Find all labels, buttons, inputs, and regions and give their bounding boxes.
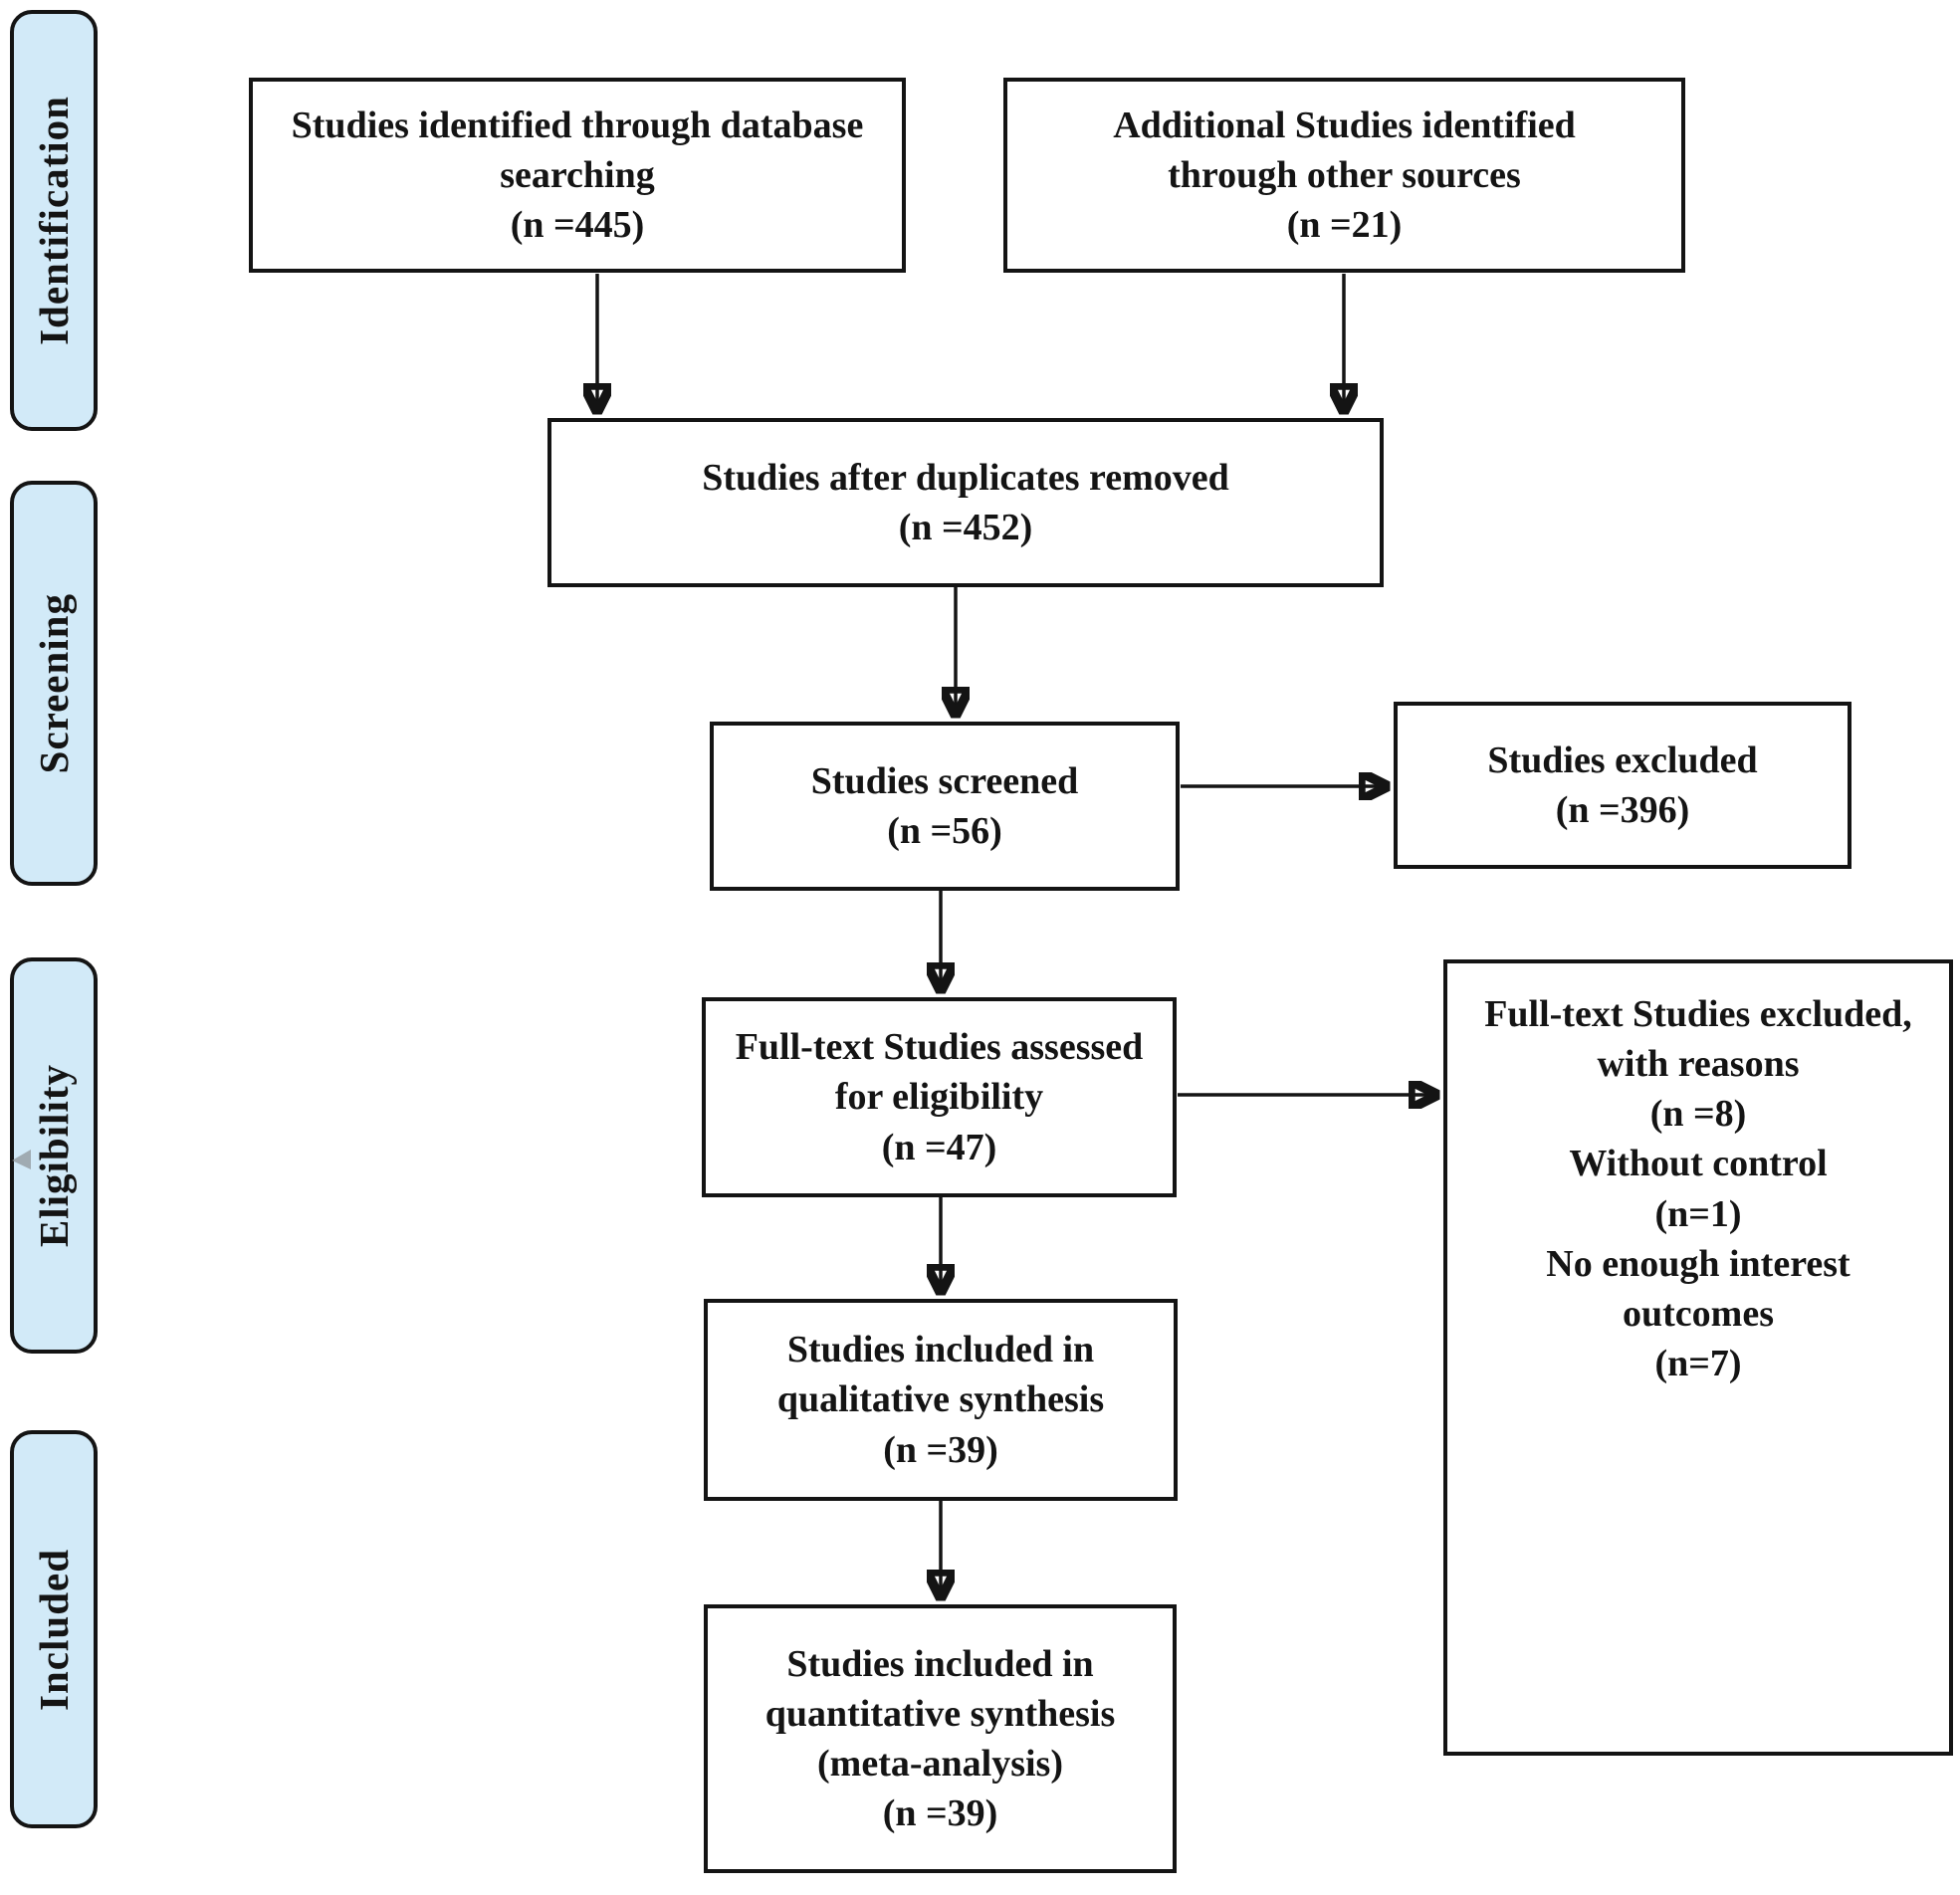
cursor-artifact xyxy=(12,1150,31,1169)
box-studies-after-duplicates-removed-text: Studies after duplicates removed (n =452… xyxy=(702,456,1229,548)
box-quantitative-synthesis-text: Studies included in quantitative synthes… xyxy=(764,1642,1116,1835)
box-studies-excluded: Studies excluded (n =396) xyxy=(1394,702,1851,869)
box-studies-after-duplicates-removed: Studies after duplicates removed (n =452… xyxy=(547,418,1384,587)
box-qualitative-synthesis: Studies included in qualitative synthesi… xyxy=(704,1299,1178,1501)
box-quantitative-synthesis: Studies included in quantitative synthes… xyxy=(704,1604,1177,1873)
box-additional-studies-other-sources: Additional Studies identified through ot… xyxy=(1003,78,1685,273)
stage-identification: Identification xyxy=(10,10,98,431)
box-studies-identified-database-text: Studies identified through database sear… xyxy=(291,104,864,247)
box-fulltext-excluded-reasons: Full-text Studies excluded, with reasons… xyxy=(1443,959,1953,1756)
box-studies-excluded-text: Studies excluded (n =396) xyxy=(1487,738,1758,831)
stage-eligibility-label: Eligibility xyxy=(31,1063,77,1248)
stage-screening-label: Screening xyxy=(31,592,77,774)
box-qualitative-synthesis-text: Studies included in qualitative synthesi… xyxy=(776,1329,1105,1471)
stage-identification-label: Identification xyxy=(31,96,77,345)
box-fulltext-excluded-reasons-text: Full-text Studies excluded, with reasons… xyxy=(1484,993,1912,1385)
box-fulltext-assessed-text: Full-text Studies assessed for eligibili… xyxy=(735,1026,1144,1168)
box-additional-studies-other-sources-text: Additional Studies identified through ot… xyxy=(1113,104,1576,247)
stage-included-label: Included xyxy=(31,1548,77,1711)
box-studies-screened-text: Studies screened (n =56) xyxy=(810,759,1079,852)
stage-included: Included xyxy=(10,1430,98,1828)
box-fulltext-assessed: Full-text Studies assessed for eligibili… xyxy=(702,997,1177,1197)
box-studies-identified-database: Studies identified through database sear… xyxy=(249,78,906,273)
stage-screening: Screening xyxy=(10,481,98,886)
box-studies-screened: Studies screened (n =56) xyxy=(710,722,1180,891)
